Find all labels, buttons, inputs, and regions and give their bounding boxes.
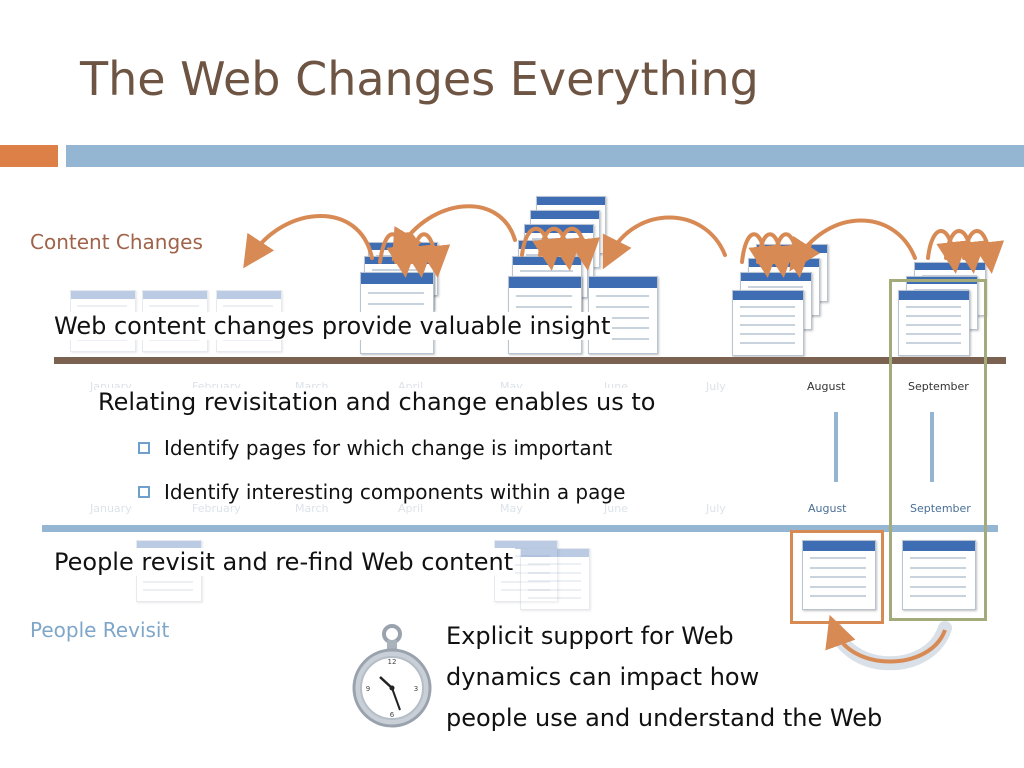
loop-arrow (410, 232, 451, 278)
bullet-square-icon (136, 440, 152, 456)
return-arrow (825, 614, 947, 664)
month-label-top: July (706, 380, 726, 393)
month-label-bottom: July (706, 502, 726, 515)
arc-arrow (602, 215, 727, 270)
callout-line: people use and understand the Web (446, 704, 883, 732)
month-label-bottom: April (398, 502, 424, 515)
month-label-bottom: March (295, 502, 329, 515)
accent-bar-orange (0, 145, 58, 167)
month-label-top: September (908, 380, 969, 393)
month-label-bottom: September (910, 502, 971, 515)
refind-heading: People revisit and re-find Web content (52, 548, 516, 576)
callout-text: Explicit support for Web dynamics can im… (446, 616, 882, 739)
month-label-bottom: February (192, 502, 241, 515)
svg-text:6: 6 (390, 711, 395, 719)
people-revisit-label: People Revisit (30, 618, 170, 642)
revisit-timeline (42, 525, 998, 532)
loop-arrow (944, 229, 987, 274)
relating-heading: Relating revisitation and change enables… (96, 388, 658, 416)
content-changes-label: Content Changes (30, 230, 203, 254)
webpage-thumbnail (902, 540, 976, 610)
insight-heading: Web content changes provide valuable ins… (52, 312, 613, 340)
webpage-thumbnail (898, 290, 970, 356)
connector-bar (834, 412, 838, 482)
month-label-top: August (807, 380, 846, 393)
month-label-bottom: May (500, 502, 523, 515)
svg-text:3: 3 (414, 685, 418, 693)
arc-arrow (243, 214, 374, 269)
bullet-text: Identify interesting components within a… (164, 480, 626, 504)
loop-arrow (520, 226, 565, 271)
arc-arrow (391, 204, 517, 262)
svg-text:12: 12 (388, 658, 397, 666)
month-label-bottom: June (604, 502, 628, 515)
webpage-thumbnail (732, 290, 804, 356)
september-highlight-box (889, 279, 987, 621)
bullet-square-icon (136, 484, 152, 500)
callout-line: dynamics can impact how (446, 663, 760, 691)
content-timeline (54, 357, 1006, 364)
webpage-thumbnail (802, 540, 876, 610)
arc-arrow (789, 218, 917, 272)
month-label-bottom: August (808, 502, 847, 515)
loop-arrow (926, 229, 969, 274)
connector-bar (930, 412, 934, 482)
stopwatch-icon: 12 3 6 9 (352, 624, 432, 728)
callout-line: Explicit support for Web (446, 622, 734, 650)
bullet-item: Identify pages for which change is impor… (136, 436, 617, 460)
bullet-text: Identify pages for which change is impor… (164, 436, 613, 460)
slide-title: The Web Changes Everything (80, 52, 759, 106)
august-highlight-box (790, 530, 884, 624)
loop-arrow (556, 226, 601, 271)
month-label-bottom: January (90, 502, 132, 515)
loop-arrow (962, 229, 1005, 274)
accent-bar-blue (66, 145, 1024, 167)
svg-text:9: 9 (366, 685, 370, 693)
bullet-item: Identify interesting components within a… (136, 480, 630, 504)
webpage-thumbnail (520, 548, 590, 610)
loop-arrow (538, 226, 583, 271)
